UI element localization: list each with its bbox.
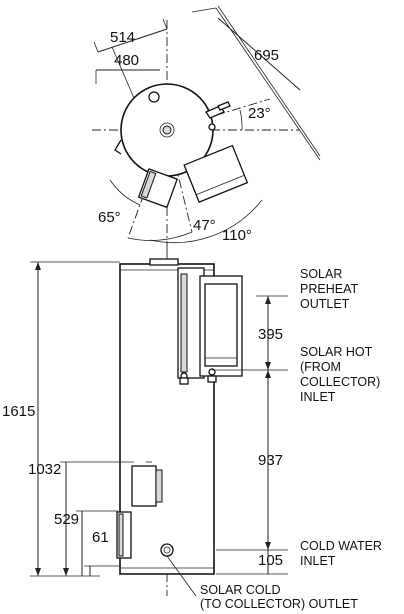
label-solar-hot-inlet: SOLAR HOT (FROM COLLECTOR) INLET: [300, 345, 384, 404]
dim-695: 695: [254, 47, 279, 64]
dim-529: 529: [54, 511, 79, 528]
angle-23: 23°: [248, 105, 271, 122]
angle-47: 47°: [193, 217, 216, 234]
label-solar-cold-outlet: SOLAR COLD (TO COLLECTOR) OUTLET: [200, 583, 358, 611]
label-cold-water-inlet: COLD WATER INLET: [300, 539, 385, 568]
front-view: 1615 1032 529 61 395 937 105 SOLAR PREHE…: [2, 250, 385, 611]
dim-937: 937: [258, 452, 283, 469]
dim-61: 61: [92, 529, 109, 546]
dim-1032: 1032: [28, 461, 61, 478]
dim-395: 395: [258, 326, 283, 343]
dim-514: 514: [110, 29, 135, 46]
top-view: 514 480 695 23° 65° 47° 110°: [92, 5, 321, 250]
dim-480: 480: [114, 52, 139, 69]
label-solar-preheat-outlet: SOLAR PREHEAT OUTLET: [300, 267, 361, 311]
control-box: [131, 465, 157, 507]
angle-110: 110°: [222, 227, 252, 244]
dim-1615: 1615: [2, 403, 35, 420]
dim-105: 105: [258, 552, 283, 569]
angle-65: 65°: [98, 209, 121, 226]
